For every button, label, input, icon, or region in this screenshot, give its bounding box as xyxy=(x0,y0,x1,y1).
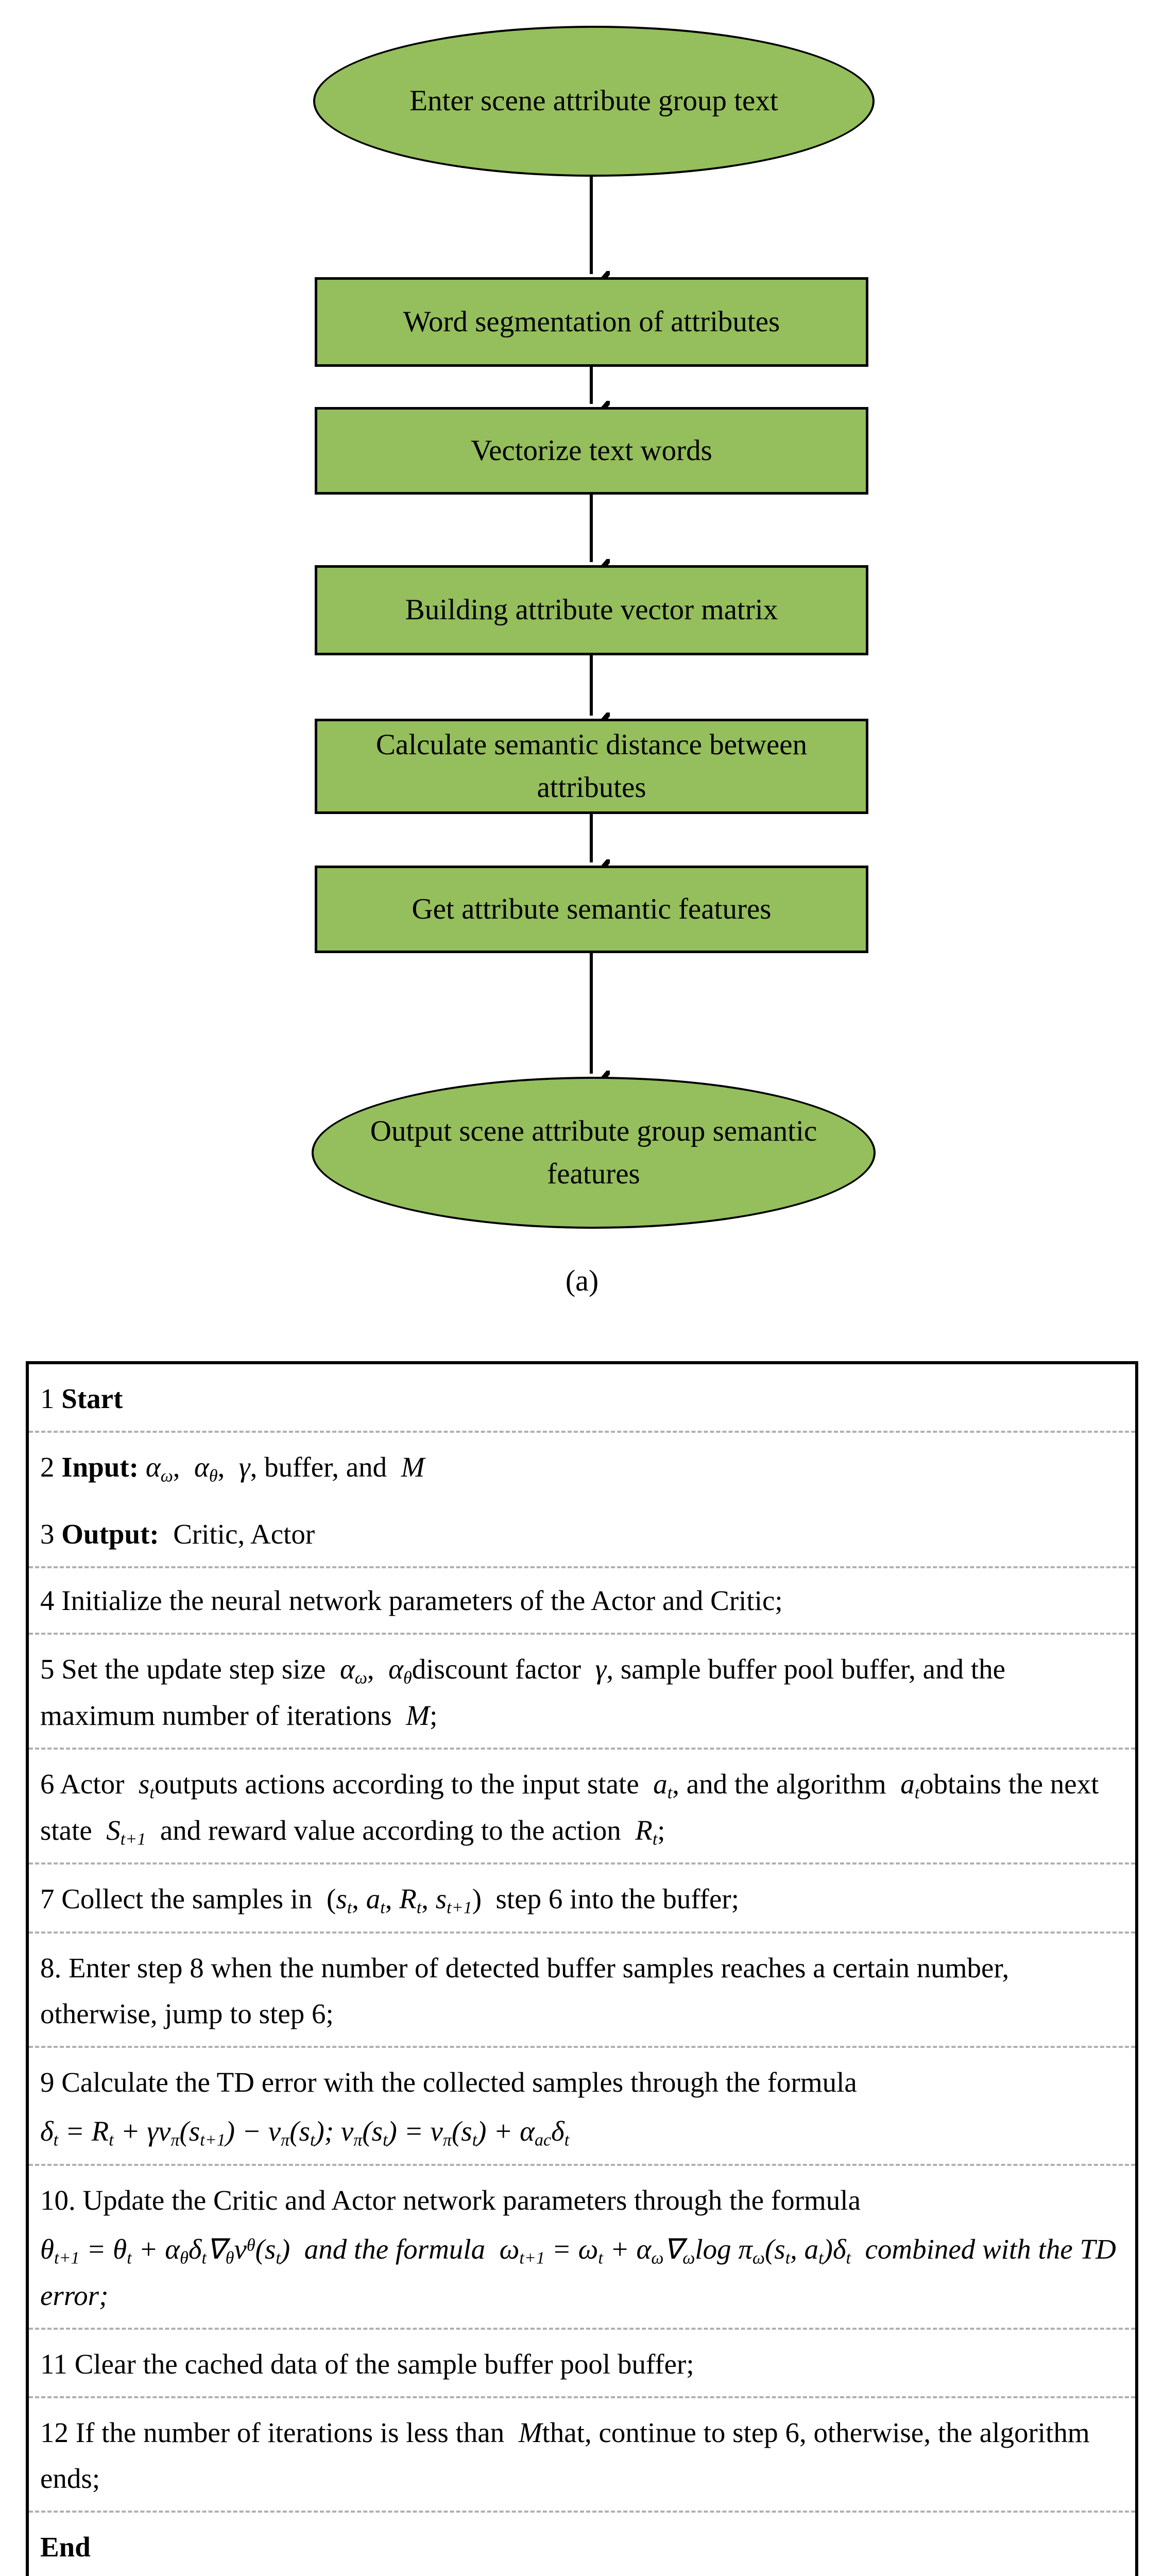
algo-row-formula: θt+1 = θt + αθδt∇θvθ(st) and the formula… xyxy=(40,2233,1116,2312)
flow-node-build-matrix-label: Building attribute vector matrix xyxy=(405,594,778,626)
algo-row-number: 12 xyxy=(40,2417,69,2449)
algo-row: 7 Collect the samples in (st, at, Rt, st… xyxy=(29,1865,1135,1934)
algo-row-number: 3 xyxy=(40,1518,55,1550)
algo-row-text: Enter step 8 when the number of detected… xyxy=(40,1952,1009,2030)
flow-node-word-segmentation: Word segmentation of attributes xyxy=(315,277,868,367)
algo-row-number: 9 xyxy=(40,2066,55,2098)
algo-row: 1 Start xyxy=(29,1364,1135,1433)
algo-row: 2 Input: αω, αθ, γ, buffer, and M xyxy=(29,1433,1135,1500)
algo-row-number: 2 xyxy=(40,1451,55,1483)
algo-row-number: 6 xyxy=(40,1768,55,1800)
flow-node-end: Output scene attribute group semantic fe… xyxy=(312,1077,876,1229)
flow-node-vectorize-label: Vectorize text words xyxy=(471,434,712,467)
algo-row-number: 5 xyxy=(40,1653,55,1685)
algo-row: 8. Enter step 8 when the number of detec… xyxy=(29,1934,1135,2048)
algo-row-text: Update the Critic and Actor network para… xyxy=(82,2184,861,2216)
algo-row-number: 10. xyxy=(40,2184,76,2216)
flow-node-get-features: Get attribute semantic features xyxy=(315,866,868,953)
algo-row: End xyxy=(29,2513,1135,2576)
algo-row-number: 11 xyxy=(40,2348,67,2380)
algo-row-number: 8. xyxy=(40,1952,62,1984)
algo-row: 11 Clear the cached data of the sample b… xyxy=(29,2330,1135,2399)
algo-row-text: αω, αθ, γ, buffer, and M xyxy=(145,1451,425,1486)
algo-row-text: Collect the samples in (st, at, Rt, st+1… xyxy=(61,1883,739,1918)
algo-row-keyword: End xyxy=(40,2531,91,2563)
algo-row-text: Clear the cached data of the sample buff… xyxy=(74,2348,694,2380)
algo-row-text: Critic, Actor xyxy=(166,1518,315,1550)
algo-row: 4 Initialize the neural network paramete… xyxy=(29,1566,1135,1635)
algo-row-keyword: Input: xyxy=(61,1451,139,1483)
flow-node-start-label: Enter scene attribute group text xyxy=(409,84,778,117)
flow-node-semantic-distance: Calculate semantic distance between attr… xyxy=(315,719,868,814)
flowchart-panel-a: Enter scene attribute group text Word se… xyxy=(0,26,1164,1319)
algo-row: 9 Calculate the TD error with the collec… xyxy=(29,2048,1135,2166)
algo-row: 6 Actor stoutputs actions according to t… xyxy=(29,1750,1135,1865)
algo-row-number: 4 xyxy=(40,1584,55,1616)
algo-row: 10. Update the Critic and Actor network … xyxy=(29,2166,1135,2330)
algorithm-table-panel-b: 1 Start 2 Input: αω, αθ, γ, buffer, and … xyxy=(26,1361,1138,2576)
caption-panel-a: (a) xyxy=(0,1263,1164,1298)
algo-row: 3 Output: Critic, Actor xyxy=(29,1500,1135,1568)
algo-row-text: Actor stoutputs actions according to the… xyxy=(40,1768,1099,1849)
algo-row-number: 1 xyxy=(40,1383,55,1414)
algo-row-text: Calculate the TD error with the collecte… xyxy=(61,2066,857,2098)
flow-node-semantic-distance-label: Calculate semantic distance between attr… xyxy=(375,728,808,804)
flow-node-end-label: Output scene attribute group semantic fe… xyxy=(370,1114,817,1190)
algo-row-keyword: Start xyxy=(61,1383,123,1414)
flowchart-connectors xyxy=(0,177,1164,1319)
algo-row-text: If the number of iterations is less than… xyxy=(40,2417,1090,2495)
flow-node-build-matrix: Building attribute vector matrix xyxy=(315,565,868,655)
flow-node-word-segmentation-label: Word segmentation of attributes xyxy=(403,305,780,338)
caption-panel-a-text: (a) xyxy=(565,1264,599,1297)
algo-row-formula: δt = Rt + γvπ(st+1) − vπ(st); vπ(st) = v… xyxy=(40,2115,570,2150)
flow-node-get-features-label: Get attribute semantic features xyxy=(412,892,772,925)
algo-row: 12 If the number of iterations is less t… xyxy=(29,2398,1135,2513)
algo-row-text: Initialize the neural network parameters… xyxy=(61,1584,783,1616)
algo-row-number: 7 xyxy=(40,1883,55,1915)
flow-node-vectorize: Vectorize text words xyxy=(315,407,868,495)
algo-row-text: Set the update step size αω, αθdiscount … xyxy=(40,1653,1006,1731)
algo-row: 5 Set the update step size αω, αθdiscoun… xyxy=(29,1635,1135,1750)
flow-node-start: Enter scene attribute group text xyxy=(313,26,875,177)
algo-row-keyword: Output: xyxy=(61,1518,159,1550)
